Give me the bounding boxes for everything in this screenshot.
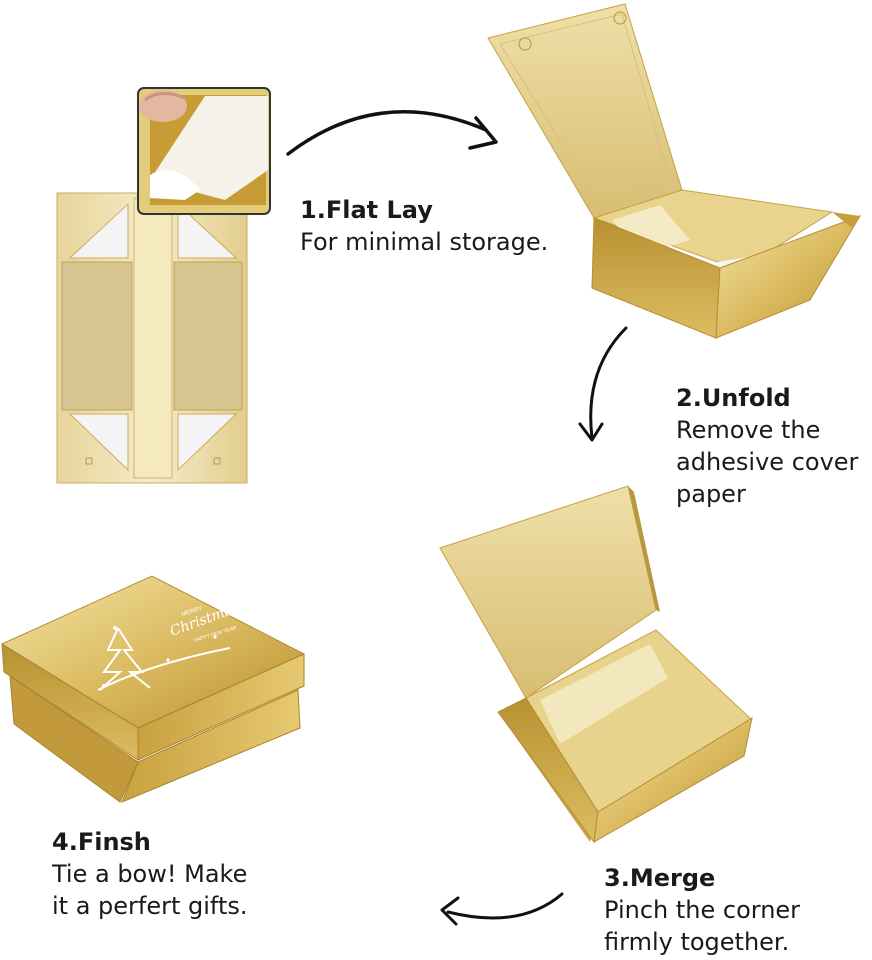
step-2-title: 2.Unfold <box>676 384 791 412</box>
flat-lay-board-image <box>56 192 248 484</box>
step-4-description-line-1: Tie a bow! Make <box>52 860 248 888</box>
christmas-tree-print-icon <box>97 627 231 691</box>
step-1-title: 1.Flat Lay <box>300 196 433 224</box>
step-1-caption: 1.Flat Lay For minimal storage. <box>300 194 548 258</box>
step-2-description-line-1: Remove the <box>676 416 821 444</box>
step-1-description: For minimal storage. <box>300 228 549 256</box>
arrow-left-icon <box>440 892 564 926</box>
step-2-caption: 2.Unfold Remove the adhesive cover paper <box>676 382 858 510</box>
step-3-description-line-1: Pinch the corner <box>604 896 801 924</box>
step-3-title: 3.Merge <box>604 864 716 892</box>
merged-open-box-image <box>439 485 753 844</box>
arrow-right-icon <box>286 110 498 156</box>
peel-adhesive-inset-image <box>137 87 271 215</box>
step-4-title: 4.Finsh <box>52 828 151 856</box>
step-3-description-line-2: firmly together. <box>604 928 790 956</box>
arrow-down-icon <box>578 326 628 442</box>
step-4-caption: 4.Finsh Tie a bow! Make it a perfert gif… <box>52 826 248 922</box>
unfolded-box-image <box>487 3 862 339</box>
step-3-caption: 3.Merge Pinch the corner firmly together… <box>604 862 800 958</box>
step-2-description-line-3: paper <box>676 480 746 508</box>
star-decorations-icon <box>102 626 217 688</box>
step-4-description-line-2: it a perfert gifts. <box>52 892 248 920</box>
finished-box-image <box>0 575 306 803</box>
step-2-description-line-2: adhesive cover <box>676 448 859 476</box>
